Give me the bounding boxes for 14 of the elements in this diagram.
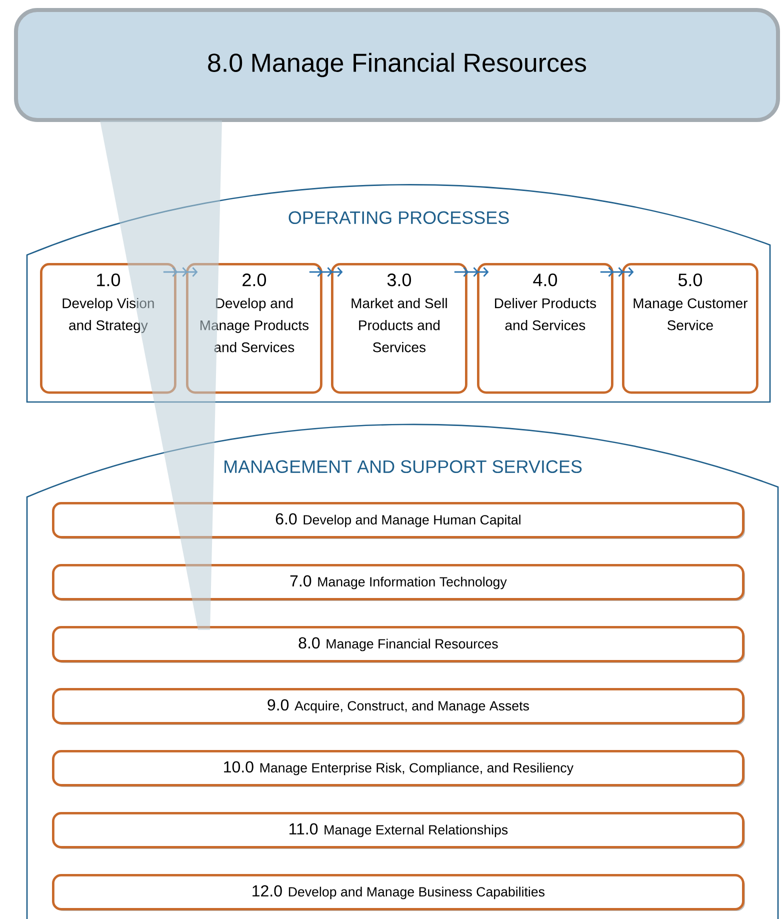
callout-tail — [100, 120, 222, 630]
process-bar: 10.0 Manage Enterprise Risk, Compliance, and Resiliency — [52, 750, 745, 787]
process-box: 2.0 Develop and Manage Products and Services — [186, 263, 322, 394]
process-bar: 7.0 Manage Information Technology — [52, 564, 745, 601]
process-bar: 11.0 Manage External Relationships — [52, 812, 745, 849]
process-box: 5.0 Manage Customer Service — [622, 263, 758, 394]
process-bar: 12.0 Develop and Manage Business Capabilities — [52, 874, 745, 911]
callout-balloon: 8.0 Manage Financial Resources — [14, 8, 780, 122]
process-box: 4.0 Deliver Products and Services — [477, 263, 614, 394]
process-bar: 9.0 Acquire, Construct, and Manage Assets — [52, 688, 745, 725]
process-bar: 8.0 Manage Financial Resources — [52, 626, 745, 663]
process-bar: 6.0 Develop and Manage Human Capital — [52, 502, 745, 539]
process-box: 1.0 Develop Vision and Strategy — [40, 263, 176, 394]
process-box: 3.0 Market and Sell Products and Services — [331, 263, 468, 394]
